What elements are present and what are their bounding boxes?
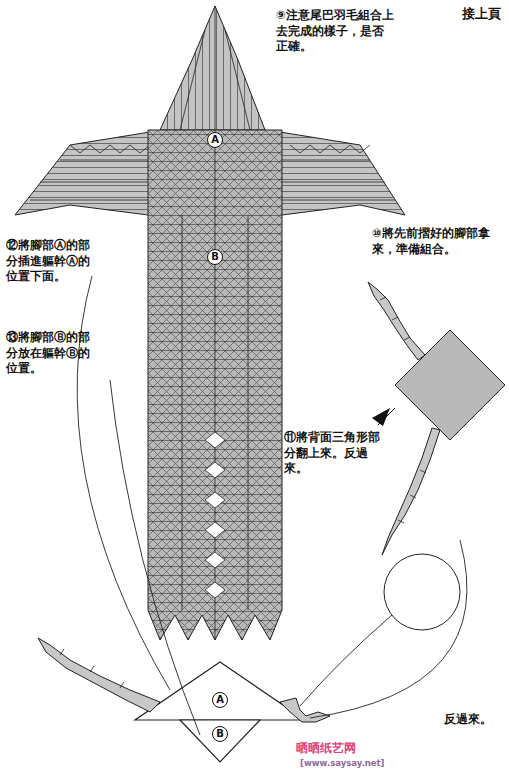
step-note: ⑫將腳部Ⓐ的部分插進軀幹Ⓐ的位置下面。 xyxy=(6,238,90,285)
watermark: 晒晒纸艺网 xyxy=(296,740,396,756)
node-letter: B xyxy=(211,252,219,262)
step-note: ⑩將先前摺好的腳部拿來，準備組合。 xyxy=(372,226,504,257)
step-note: ⑪將背面三角形部分翻上來。反過來。 xyxy=(284,430,380,477)
step-note: 反過來。 xyxy=(444,712,504,728)
node-letter: A xyxy=(216,695,224,705)
circled-letter: A xyxy=(207,132,223,148)
node-letter: B xyxy=(216,729,224,739)
step-note: ⑬將腳部Ⓑ的部分放在軀幹Ⓑ的位置。 xyxy=(6,330,90,377)
circled-letter: A xyxy=(212,692,228,708)
step-note: ⑨注意尾巴羽毛組合上去完成的樣子，是否正確。 xyxy=(276,8,394,55)
circled-letter: B xyxy=(212,726,228,742)
node-letter: A xyxy=(211,135,219,145)
watermark: [www.saysay.net] xyxy=(300,758,400,769)
circled-letter: B xyxy=(207,249,223,265)
page-note: 接上頁 xyxy=(462,6,506,23)
